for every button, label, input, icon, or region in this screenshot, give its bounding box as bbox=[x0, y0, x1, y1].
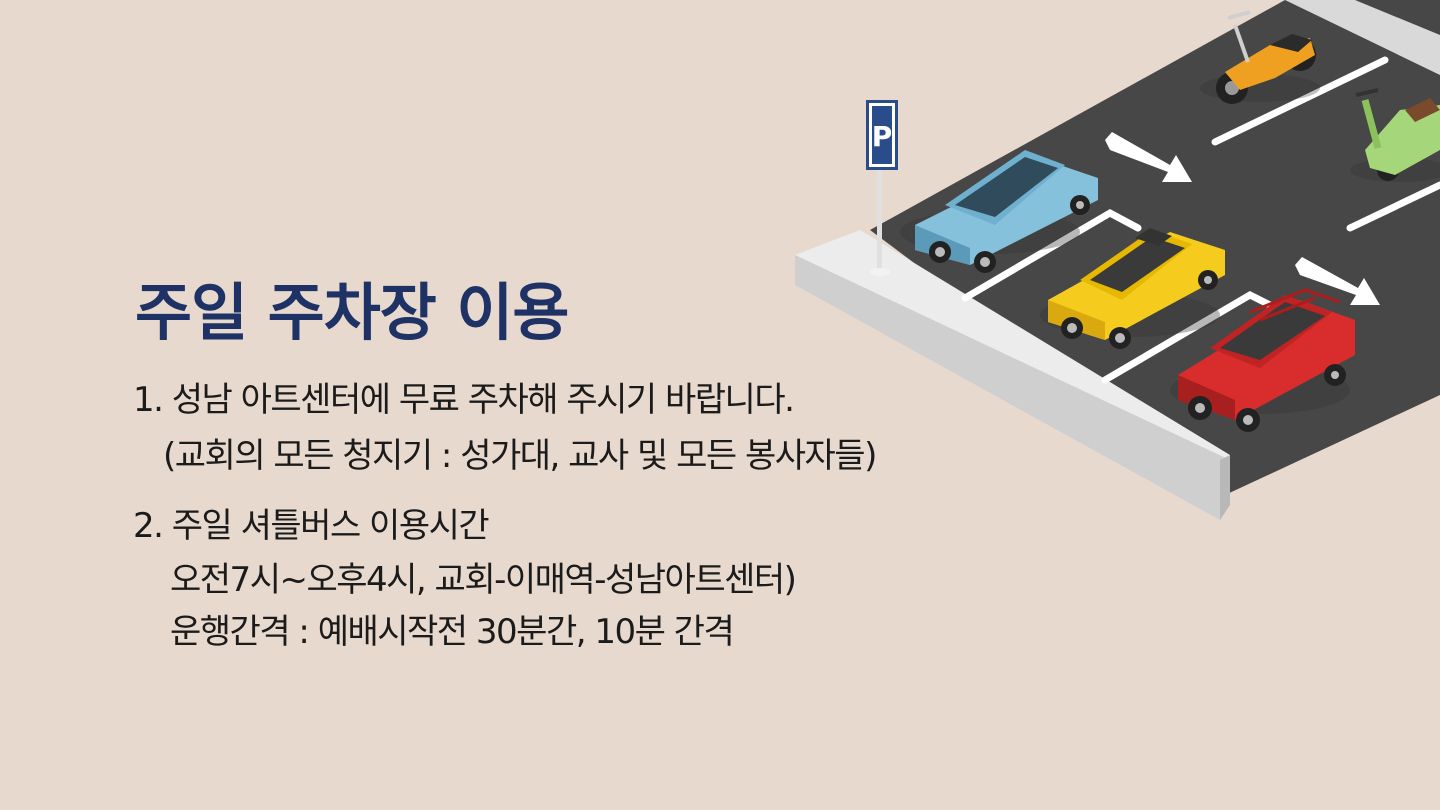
parking-sign: P bbox=[866, 100, 898, 276]
parking-line bbox=[961, 208, 1142, 302]
item-2-line-3: 운행간격 : 예배시작전 30분간, 10분 간격 bbox=[170, 612, 735, 652]
parking-line bbox=[1346, 181, 1440, 232]
item-2-line-2: 오전7시~오후4시, 교회-이매역-성남아트센터) bbox=[170, 560, 797, 600]
item-1-line-1: 1. 성남 아트센터에 무료 주차해 주시기 바랍니다. bbox=[133, 380, 795, 420]
arrow-icon bbox=[1295, 257, 1380, 305]
sign-letter: P bbox=[872, 120, 893, 153]
yellow-taxi bbox=[1040, 228, 1225, 349]
scooter bbox=[1350, 88, 1440, 182]
blue-car bbox=[900, 150, 1098, 273]
direction-arrows bbox=[1105, 132, 1380, 305]
page-title: 주일 주차장 이용 bbox=[135, 276, 569, 349]
parking-line bbox=[1211, 56, 1389, 146]
motorbike bbox=[1200, 10, 1320, 104]
roof-rack bbox=[1249, 288, 1341, 322]
sign-pole bbox=[877, 160, 882, 270]
back-curb bbox=[1285, 0, 1440, 75]
item-1-line-2: (교회의 모든 청지기 : 성가대, 교사 및 모든 봉사자들) bbox=[163, 436, 877, 476]
red-suv bbox=[1170, 288, 1355, 432]
parking-lot-illustration: P bbox=[795, 0, 1440, 520]
sign-base bbox=[870, 268, 890, 276]
curb-end bbox=[1220, 455, 1230, 520]
curb-front bbox=[795, 255, 1230, 520]
item-2-line-1: 2. 주일 셔틀버스 이용시간 bbox=[133, 506, 490, 546]
arrow-icon bbox=[1105, 132, 1192, 182]
